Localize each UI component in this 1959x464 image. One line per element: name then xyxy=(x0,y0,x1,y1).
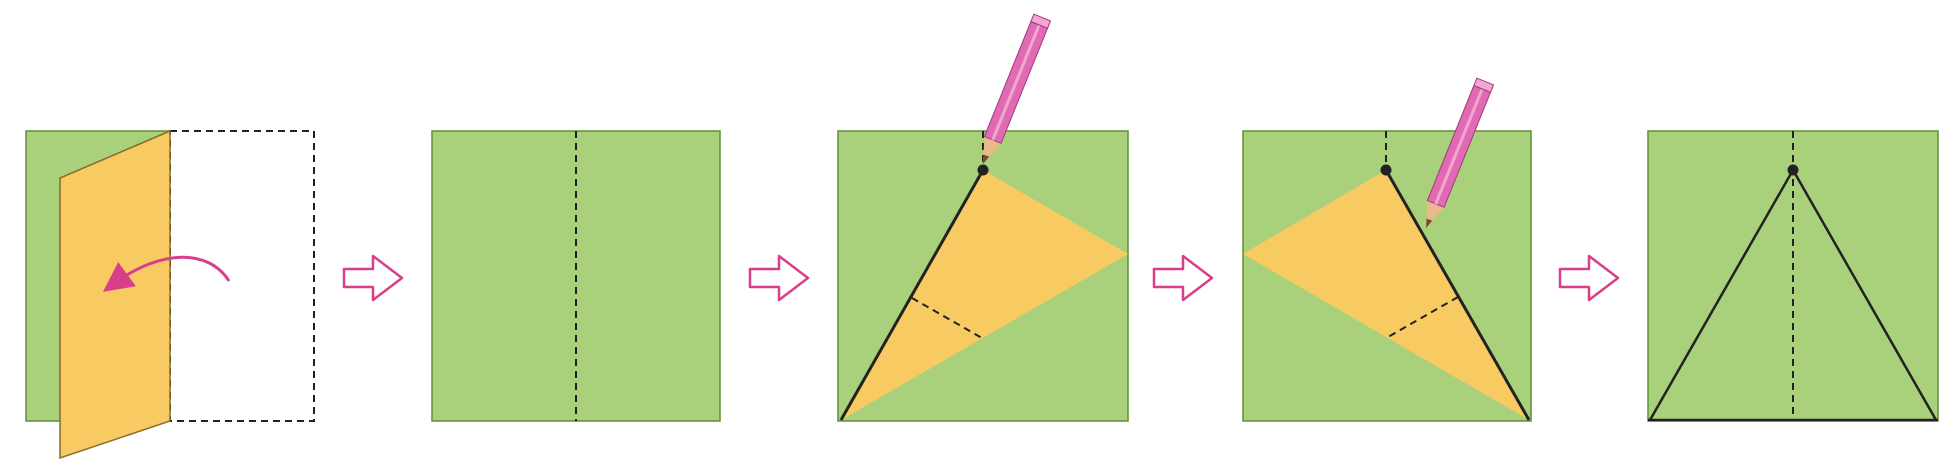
dashed-outline-right-half xyxy=(169,130,315,422)
right-outline-arrow-icon xyxy=(748,254,810,302)
pencil-icon xyxy=(983,13,1052,164)
step-4-fold-other-corner xyxy=(1242,77,1532,422)
curved-arrow-icon xyxy=(102,255,231,292)
step-2-unfold-crease xyxy=(431,130,721,422)
yellow-folded-corner xyxy=(841,170,1128,420)
step-1-fold-in-half xyxy=(25,129,315,460)
yellow-folded-corner xyxy=(1243,170,1529,420)
dot-marker xyxy=(1787,164,1799,176)
dot-marker xyxy=(1380,164,1392,176)
step-5-unfolded-triangle xyxy=(1647,130,1939,422)
fold-edge-line xyxy=(1384,169,1531,421)
step-3-fold-corner-to-crease xyxy=(837,13,1129,422)
right-outline-arrow-icon xyxy=(1152,254,1214,302)
yellow-folding-flap xyxy=(59,129,171,460)
right-outline-arrow-icon xyxy=(1558,254,1620,302)
dot-marker xyxy=(977,164,989,176)
pencil-icon xyxy=(1426,77,1495,228)
inner-fold-dashed xyxy=(911,297,983,339)
fold-edge-line xyxy=(839,169,985,421)
inner-fold-dashed xyxy=(1387,296,1459,338)
right-outline-arrow-icon xyxy=(342,254,404,302)
